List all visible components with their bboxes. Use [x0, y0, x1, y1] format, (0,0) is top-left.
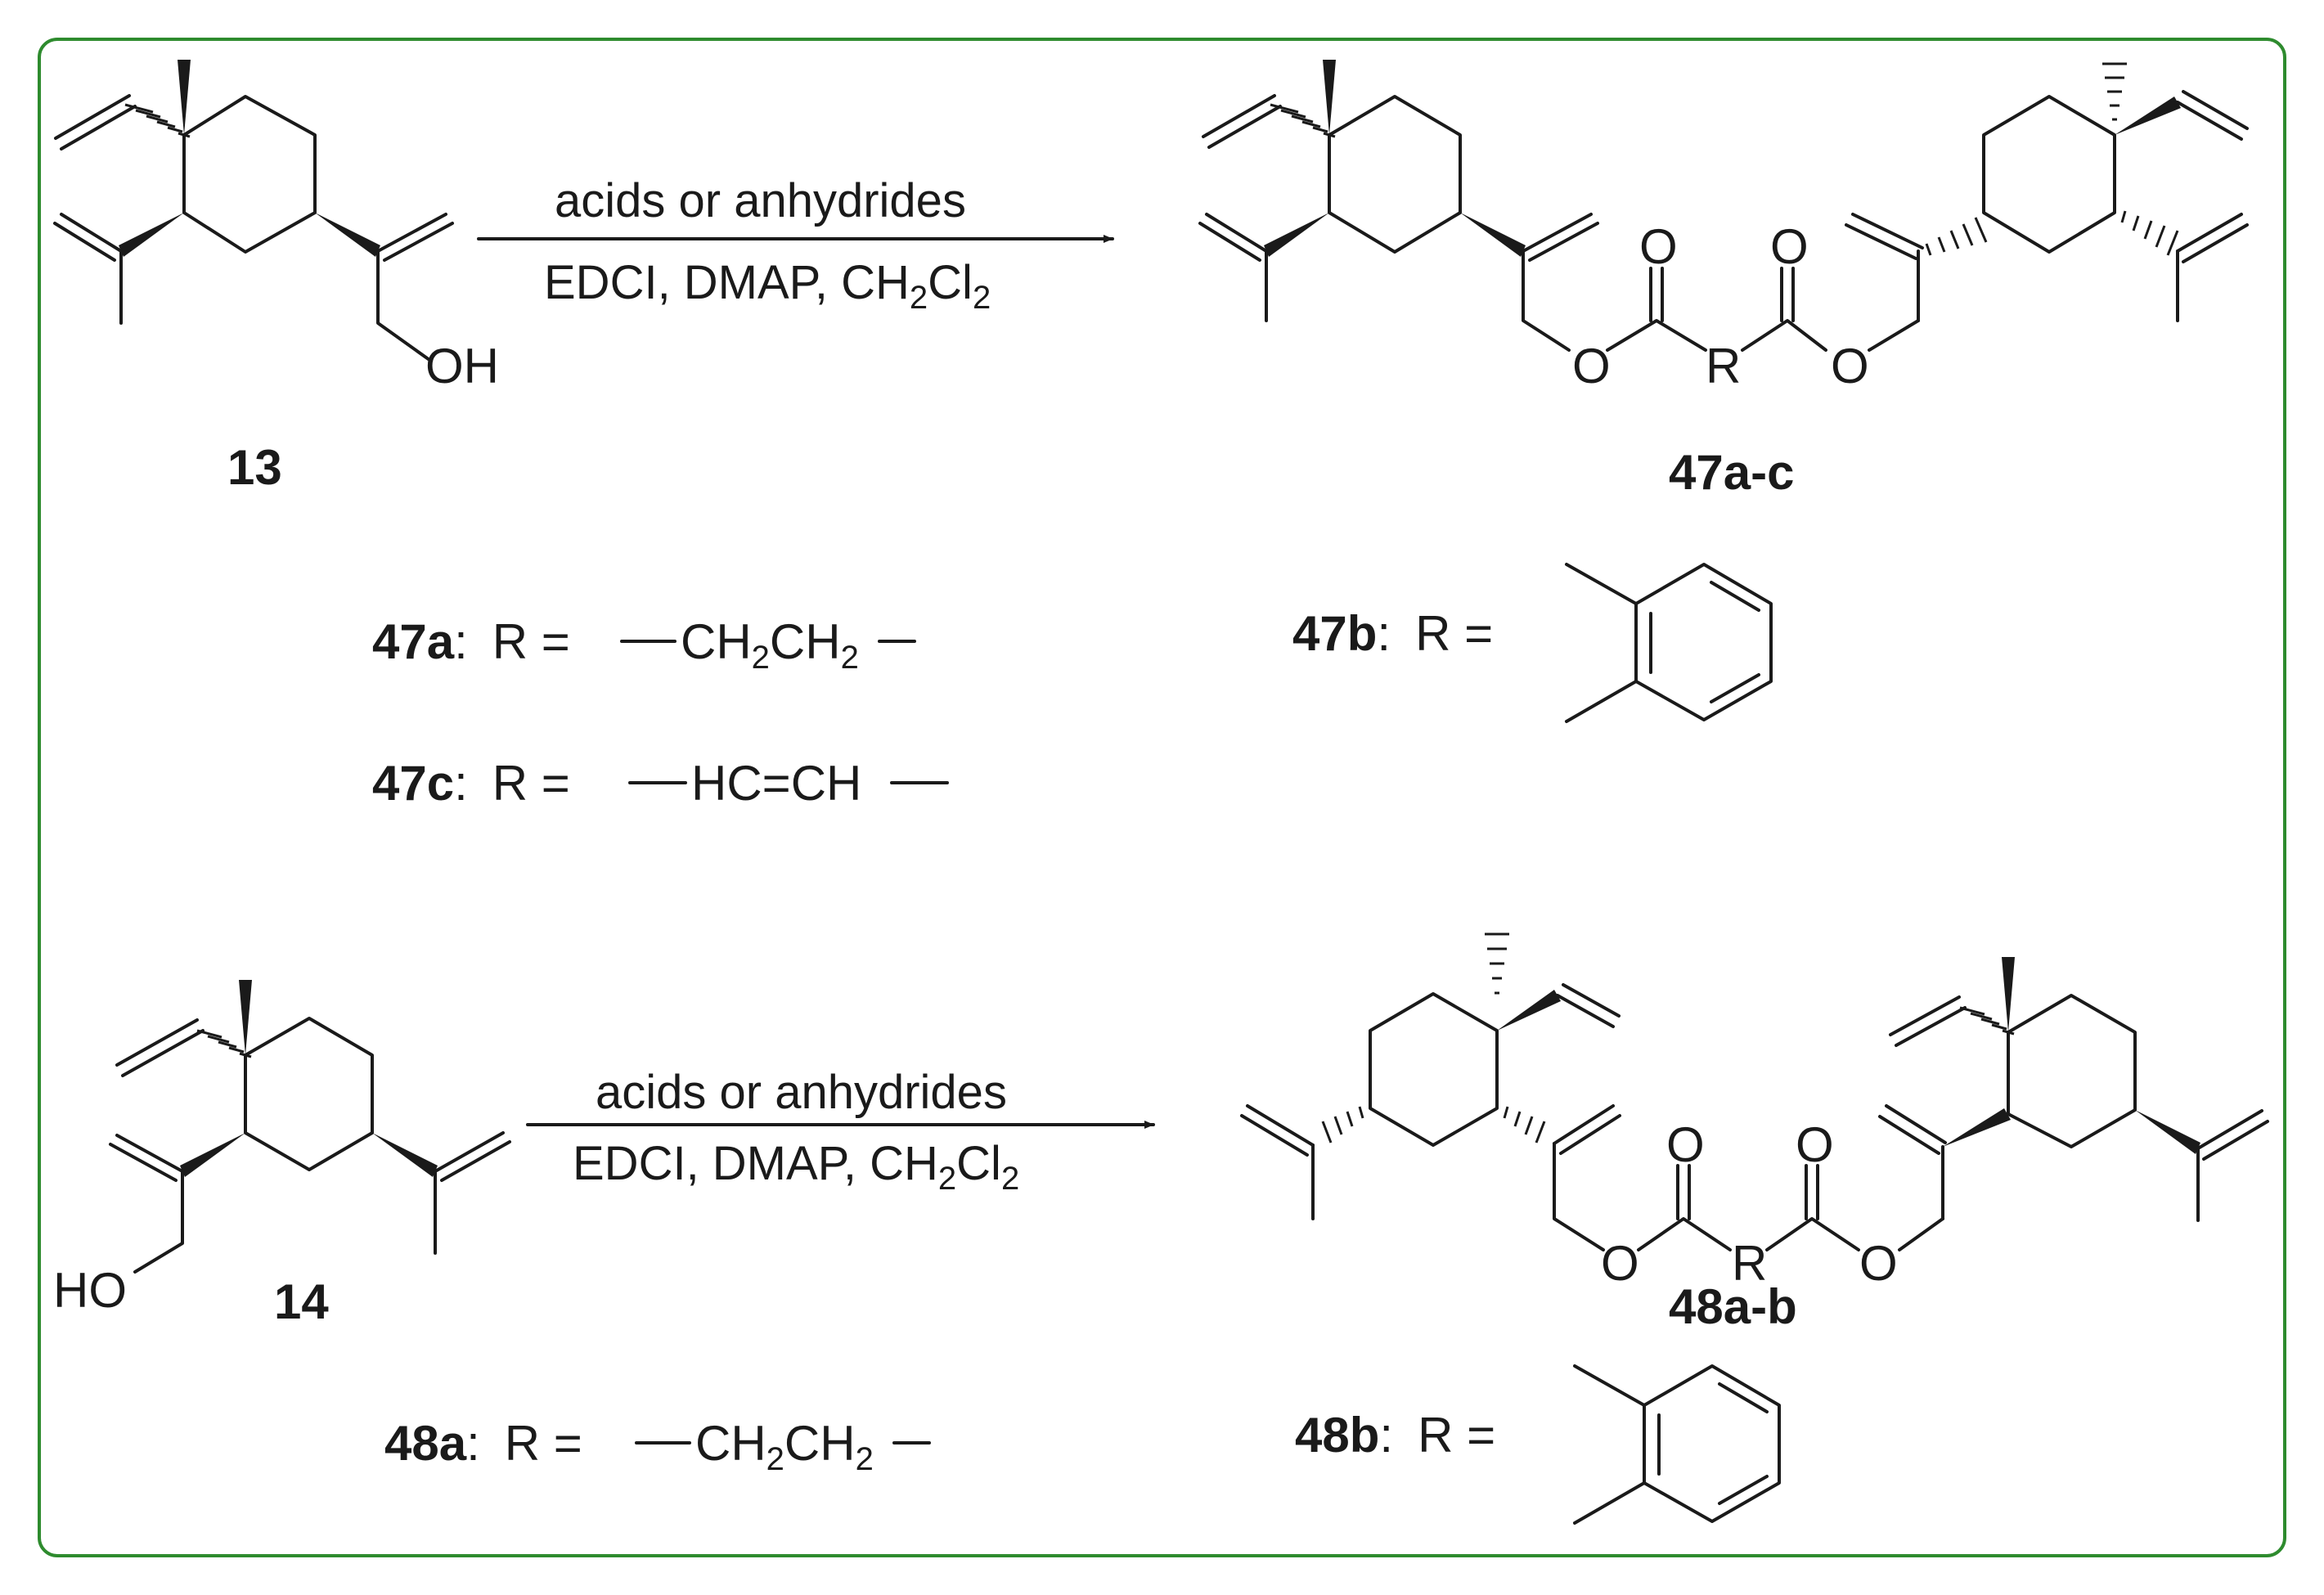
r-group-label-48: R	[1732, 1236, 1767, 1291]
compound-14-structure: HO	[53, 980, 511, 1318]
benzene-ring-47b	[1565, 563, 1773, 723]
r-group-48a-formula: CH2CH2	[695, 1416, 874, 1477]
ester-oxygen-left-48: O	[1601, 1236, 1639, 1291]
carbonyl-oxygen-right: O	[1770, 219, 1809, 274]
compound-13-label: 13	[227, 440, 282, 495]
r-group-48a: 48a:R =	[384, 1416, 582, 1471]
reagents-text-1: acids or anhydrides	[555, 174, 966, 227]
benzene-ring-48b	[1573, 1364, 1781, 1525]
r-group-47c: 47c:R =	[372, 756, 570, 811]
carbonyl-oxygen-right-48: O	[1796, 1117, 1834, 1172]
carbonyl-oxygen-left: O	[1639, 219, 1678, 274]
r-group-47a-formula: CH2CH2	[681, 614, 859, 676]
carbonyl-oxygen-left-48: O	[1666, 1117, 1705, 1172]
hydroxyl-label-14: HO	[53, 1263, 127, 1318]
product-47-structure: O O R O O	[1198, 60, 2249, 393]
product-48-structure: O O R O O	[1240, 932, 2269, 1291]
compound-47-label: 47a-c	[1669, 445, 1794, 500]
r-group-label: R	[1706, 339, 1741, 393]
ester-oxygen-left: O	[1572, 339, 1611, 393]
conditions-text-2: EDCI, DMAP, CH2Cl2	[573, 1137, 1019, 1197]
compound-14-label: 14	[274, 1274, 329, 1329]
hydroxyl-label: OH	[425, 339, 499, 393]
scheme-frame	[38, 38, 2286, 1557]
conditions-text-1: EDCI, DMAP, CH2Cl2	[544, 256, 991, 316]
r-group-47b: 47b:R =	[1292, 606, 1493, 661]
r-group-47a: 47a:R =	[372, 614, 570, 669]
r-group-48b: 48b:R =	[1295, 1408, 1495, 1462]
compound-13-structure: OH	[53, 60, 499, 393]
ester-oxygen-right-48: O	[1859, 1236, 1898, 1291]
compound-48-label: 48a-b	[1669, 1279, 1797, 1334]
reagents-text-2: acids or anhydrides	[596, 1066, 1007, 1119]
r-group-47c-formula: HC=CH	[691, 756, 861, 811]
ester-oxygen-right: O	[1831, 339, 1869, 393]
